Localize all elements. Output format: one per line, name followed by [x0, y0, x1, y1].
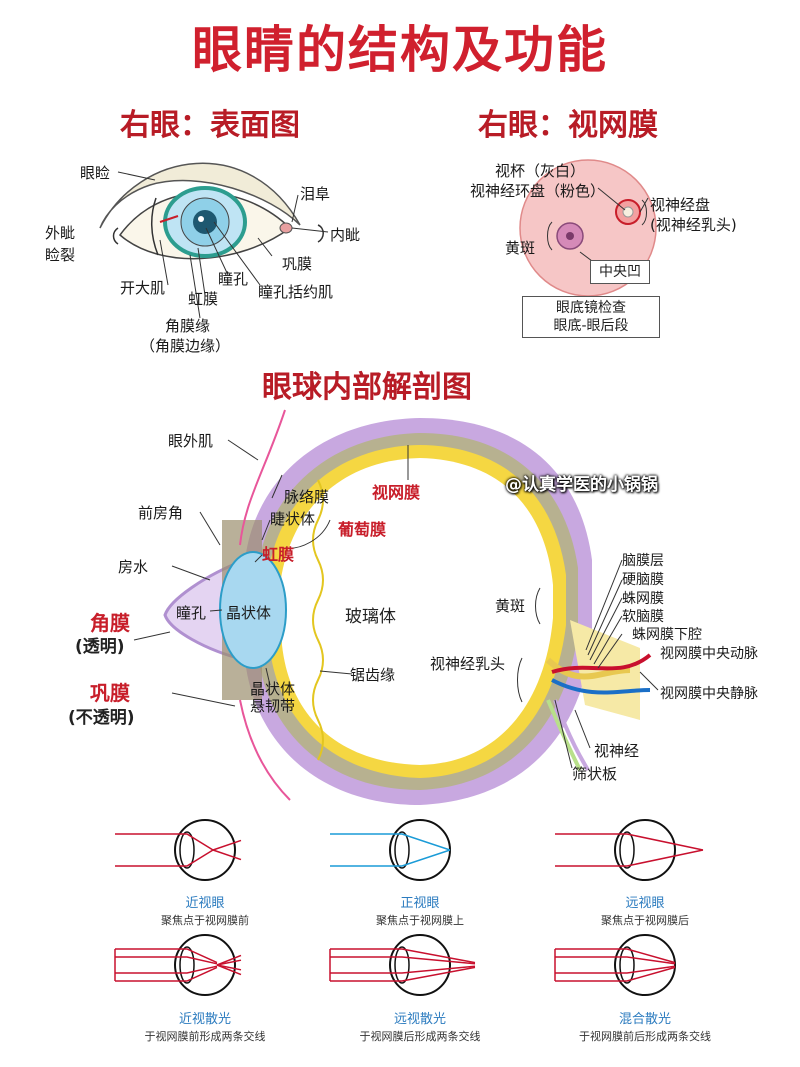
label-optic-rim: 视神经环盘（粉色）: [470, 182, 606, 200]
refraction-desc-5: 于视网膜后形成两条交线: [359, 1030, 481, 1043]
refraction-desc-6: 于视网膜前后形成两条交线: [579, 1030, 711, 1043]
refraction-name-3: 远视眼: [625, 896, 665, 911]
label-dilator: 开大肌: [120, 279, 166, 297]
label-eyelid: 眼睑: [80, 164, 111, 182]
label-aqueous: 房水: [118, 558, 149, 576]
refraction-diagram-3: [555, 819, 704, 881]
label-cornea: 角膜: [90, 611, 130, 635]
refraction-desc-3: 聚焦点于视网膜后: [601, 914, 689, 927]
label-zonule-2: 悬韧带: [250, 697, 296, 715]
refraction-diagram-5: [329, 934, 476, 996]
refraction-graphics: [114, 819, 704, 996]
label-lens: 晶状体: [226, 604, 272, 622]
label-optic-cup: 视杯（灰白）: [495, 162, 586, 180]
label-sclera: 巩膜: [90, 681, 130, 705]
label-iris: 虹膜: [262, 545, 295, 564]
label-vitreous: 玻璃体: [345, 607, 396, 627]
refraction-name-4: 近视散光: [178, 1012, 231, 1027]
label-ora-serrata: 锯齿缘: [350, 666, 396, 684]
label-macula-retina: 黄斑: [505, 239, 536, 257]
watermark: @认真学医的小锅锅: [505, 475, 658, 495]
label-inner-canthus: 内眦: [330, 226, 361, 244]
label-outer-canthus: 外眦: [45, 224, 76, 242]
fundus-note-box: 眼底镜检查 眼底-眼后段: [522, 296, 660, 338]
surface-heading: 右眼：表面图: [120, 108, 300, 143]
refraction-desc-1: 聚焦点于视网膜前: [161, 914, 249, 927]
label-retina: 视网膜: [372, 483, 421, 502]
label-macula: 黄斑: [495, 597, 526, 615]
refraction-diagram-2: [330, 819, 451, 881]
label-sclera-note: (不透明): [68, 708, 135, 728]
label-vein: 视网膜中央静脉: [660, 686, 758, 702]
label-uvea: 葡萄膜: [338, 520, 387, 539]
label-pupil: 瞳孔: [176, 604, 207, 622]
label-arachnoid: 蛛网膜: [622, 591, 664, 607]
refraction-name-1: 近视眼: [185, 896, 225, 911]
refraction-name-5: 远视散光: [393, 1012, 446, 1027]
refraction-name-2: 正视眼: [400, 896, 440, 911]
label-dura: 硬脑膜: [622, 572, 664, 588]
label-sclera-surface: 巩膜: [282, 255, 313, 273]
label-ciliary: 睫状体: [270, 510, 316, 528]
label-papilla: 视神经乳头: [430, 655, 506, 673]
fundus-note-line2: 眼底-眼后段: [553, 318, 629, 334]
refraction-diagram-1: [115, 819, 242, 881]
eyeball-illustration: [133, 409, 659, 805]
label-pupil-surface: 瞳孔: [218, 270, 249, 288]
refraction-desc-4: 于视网膜前形成两条交线: [144, 1030, 266, 1043]
label-limbus-note: （角膜边缘）: [140, 337, 231, 355]
label-limbus: 角膜缘: [165, 317, 211, 335]
label-pia: 软脑膜: [622, 609, 664, 625]
label-artery: 视网膜中央动脉: [660, 646, 758, 662]
label-optic-nerve: 视神经: [594, 742, 640, 760]
retina-heading: 右眼：视网膜: [478, 108, 658, 143]
label-choroid: 脉络膜: [284, 488, 330, 506]
label-extraocular: 眼外肌: [168, 432, 214, 450]
anatomy-heading: 眼球内部解剖图: [262, 370, 472, 405]
label-lacrimal-caruncle: 泪阜: [300, 185, 331, 203]
label-optic-papilla: (视神经乳头): [650, 216, 737, 234]
label-meninges: 脑膜层: [622, 553, 664, 569]
label-fovea-box: 中央凹: [590, 260, 650, 284]
label-angle: 前房角: [138, 504, 184, 522]
fundus-note-line1: 眼底镜检查: [556, 300, 626, 316]
surface-eye-illustration: [99, 162, 329, 319]
refraction-name-6: 混合散光: [618, 1012, 671, 1027]
label-optic-disc: 视神经盘: [650, 196, 711, 214]
label-cornea-note: (透明): [75, 637, 125, 657]
label-zonule: 晶状体: [250, 680, 296, 698]
label-palpebral-fissure: 睑裂: [45, 246, 76, 264]
label-subarachnoid: 蛛网膜下腔: [632, 627, 702, 643]
refraction-diagram-4: [114, 934, 242, 996]
label-lamina: 筛状板: [572, 765, 618, 783]
refraction-desc-2: 聚焦点于视网膜上: [376, 914, 464, 927]
label-iris-surface: 虹膜: [188, 290, 219, 308]
page-title: 眼睛的结构及功能: [192, 21, 608, 79]
refraction-diagram-6: [554, 934, 676, 996]
label-sphincter: 瞳孔括约肌: [258, 283, 334, 301]
